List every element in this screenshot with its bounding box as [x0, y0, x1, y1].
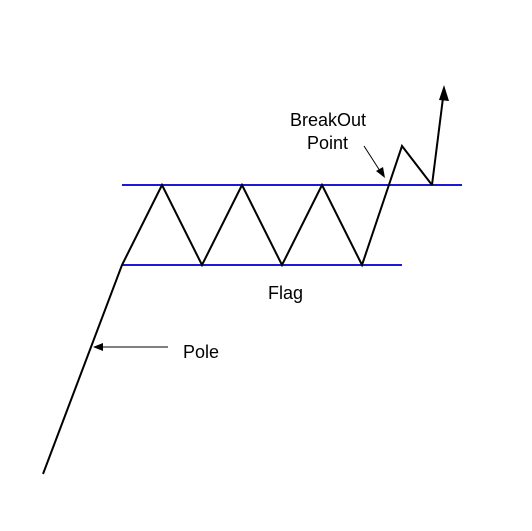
breakout-label-line1: BreakOut [290, 110, 366, 130]
flag-label: Flag [268, 283, 303, 303]
pole-pointer-arrowhead-icon [93, 343, 103, 351]
breakout-arrow [431, 89, 445, 186]
breakout-arrowhead-icon [439, 85, 449, 101]
breakout-label-line2: Point [307, 133, 348, 153]
pole-label: Pole [183, 342, 219, 362]
breakout-pointer-arrowhead-icon [376, 167, 385, 178]
price-path-line [42, 143, 433, 475]
